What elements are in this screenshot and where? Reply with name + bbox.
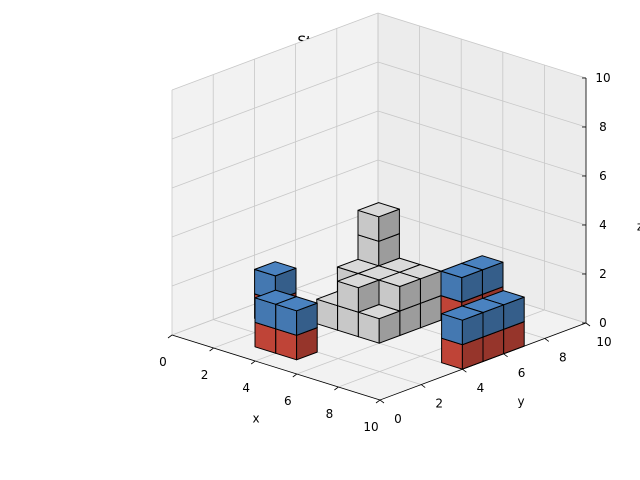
x-tick-label: 0: [159, 355, 167, 369]
x-tick: [167, 334, 173, 339]
grid-line: [171, 208, 379, 287]
voxel-gray: [337, 273, 380, 313]
z-tick-label: 0: [599, 316, 607, 330]
back-pane: [172, 13, 378, 335]
grid-line: [377, 61, 587, 128]
x-axis-label: x: [252, 412, 259, 426]
voxel-blue: [441, 305, 484, 346]
voxel-layer: [254, 202, 525, 370]
y-tick-label: 2: [435, 397, 443, 411]
voxel-face: [275, 296, 318, 312]
grid-line: [171, 61, 379, 140]
y-tick: [420, 384, 426, 388]
y-tick-label: 10: [596, 335, 611, 349]
y-axis-label: y: [517, 395, 524, 409]
y-tick-label: 4: [477, 381, 485, 395]
z-tick-label: 2: [599, 267, 607, 281]
voxel-face: [357, 202, 400, 218]
y-tick: [544, 338, 550, 342]
side-pane: [378, 13, 586, 323]
x-tick-label: 4: [242, 381, 250, 395]
voxel-blue: [275, 296, 318, 336]
x-tick: [250, 360, 256, 365]
z-tick-label: 6: [599, 169, 607, 183]
grid-line: [377, 159, 587, 226]
x-tick: [209, 347, 214, 352]
y-tick: [462, 368, 467, 373]
grid-line: [377, 208, 587, 275]
x-tick: [375, 399, 381, 404]
x-tick-label: 6: [284, 394, 292, 408]
x-tick-label: 10: [363, 420, 378, 434]
y-tick: [585, 322, 591, 327]
z-tick-label: 8: [599, 120, 607, 134]
x-axis-line: [171, 334, 381, 401]
grid-line: [171, 159, 379, 238]
y-tick: [379, 399, 385, 404]
x-tick: [292, 373, 298, 378]
y-tick: [503, 353, 508, 358]
y-tick-label: 6: [518, 366, 526, 380]
x-tick-label: 2: [201, 368, 209, 382]
voxel-gray: [378, 271, 421, 312]
tick-labels: 0 2 4 6 8 10 0 2 4 6 8 10 0 2 4 6 8 10 x y z: [159, 71, 640, 434]
x-tick-label: 8: [326, 407, 334, 421]
y-tick-label: 8: [559, 350, 567, 364]
grid-line: [377, 12, 587, 79]
y-tick-label: 0: [394, 412, 402, 426]
z-tick-label: 10: [595, 71, 610, 85]
voxel-face: [337, 273, 380, 289]
grid-line: [171, 12, 379, 91]
voxel-face: [440, 262, 483, 279]
axis-lines: [167, 77, 591, 404]
y-axis-line: [379, 322, 587, 401]
grid-line: [171, 110, 379, 189]
voxel-face: [378, 271, 421, 287]
grid-line: [377, 110, 587, 177]
voxel-blue: [440, 262, 483, 303]
voxel-gray: [357, 202, 400, 242]
z-axis-label: z: [637, 220, 640, 234]
voxel-face: [441, 305, 484, 321]
voxel-face: [254, 261, 297, 277]
z-tick-label: 4: [599, 218, 607, 232]
x-tick: [334, 386, 339, 391]
